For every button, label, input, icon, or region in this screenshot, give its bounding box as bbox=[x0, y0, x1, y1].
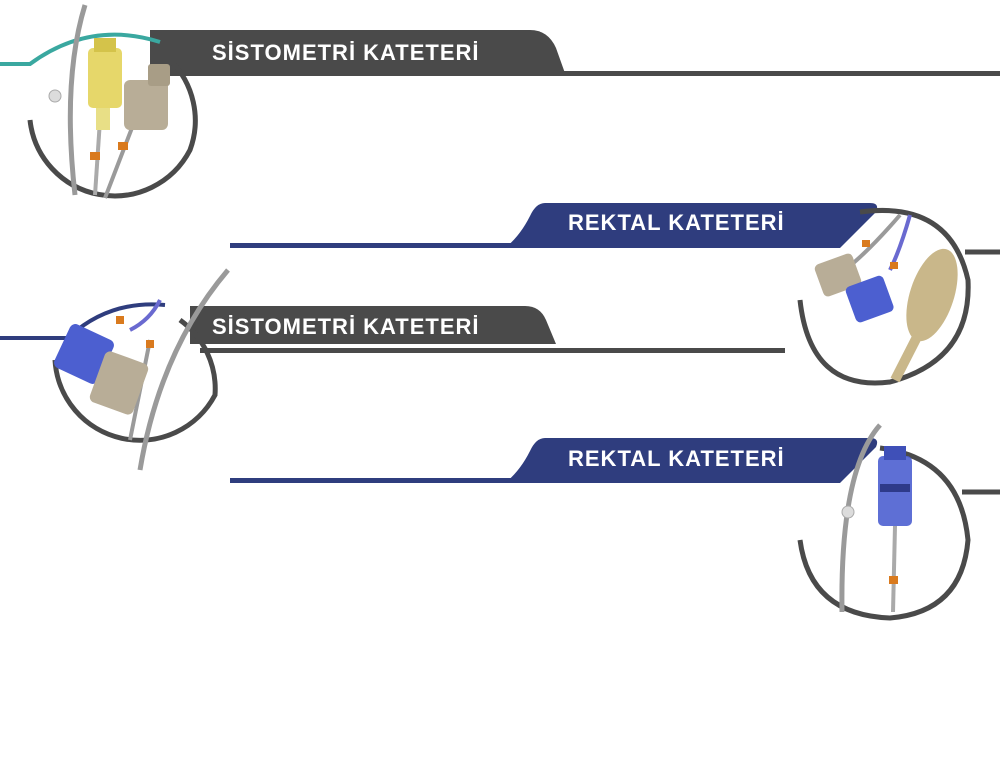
section-1-title: SİSTOMETRİ KATETERİ bbox=[212, 40, 480, 65]
catheter-beige-blue-balloon-icon bbox=[814, 213, 958, 383]
section-3-sistometri bbox=[0, 268, 785, 471]
section-2-title: REKTAL KATETERİ bbox=[568, 210, 785, 235]
catheter-blue-beige-icon bbox=[54, 268, 230, 471]
section-3-title: SİSTOMETRİ KATETERİ bbox=[212, 314, 480, 339]
section-2-rektal bbox=[230, 203, 1000, 386]
section-1-sistometri bbox=[0, 4, 1000, 199]
catheter-blue-connector-icon bbox=[839, 423, 912, 613]
section-4-title: REKTAL KATETERİ bbox=[568, 446, 785, 471]
catheter-yellow-beige-icon bbox=[48, 4, 170, 199]
section-4-rektal bbox=[230, 423, 1000, 621]
